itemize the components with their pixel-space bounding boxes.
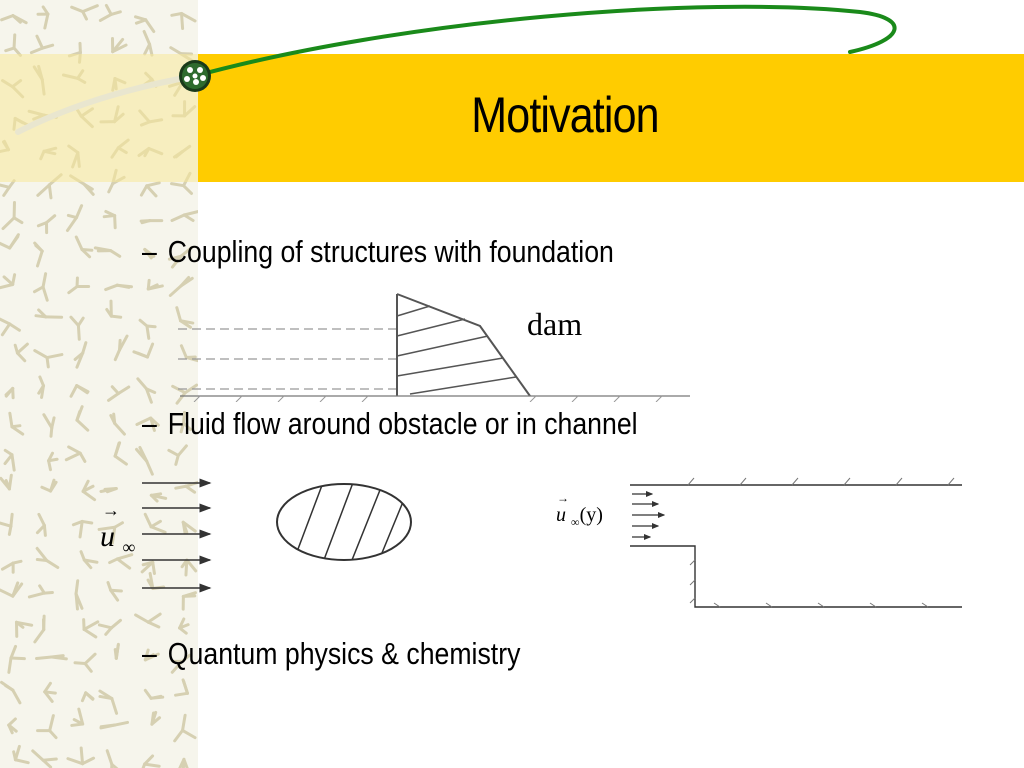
bullet-text: Coupling of structures with foundation bbox=[167, 234, 614, 269]
bullet-text: Quantum physics & chemistry bbox=[167, 636, 521, 671]
slide-title: Motivation bbox=[471, 87, 659, 143]
velocity-subscript: ∞ bbox=[571, 515, 580, 529]
channel-velocity-label: → u ∞(y) bbox=[556, 491, 603, 529]
free-stream-velocity-label: → u ∞ bbox=[100, 500, 136, 557]
velocity-subscript: ∞ bbox=[122, 537, 136, 557]
bullet-text: Fluid flow around obstacle or in channel bbox=[167, 406, 638, 441]
bullet-item-3: –Quantum physics & chemistry bbox=[142, 636, 520, 672]
bullet-marker: – bbox=[142, 636, 157, 671]
bullet-marker: – bbox=[142, 406, 157, 441]
bullet-item-1: –Coupling of structures with foundation bbox=[142, 234, 614, 270]
bullet-item-2: –Fluid flow around obstacle or in channe… bbox=[142, 406, 638, 442]
dam-label: dam bbox=[527, 306, 583, 342]
velocity-symbol: u bbox=[556, 504, 566, 526]
dam-figure bbox=[178, 293, 690, 402]
title-band bbox=[198, 54, 1024, 182]
obstacle-flow-figure bbox=[142, 478, 412, 593]
obstacle-ellipse bbox=[276, 483, 412, 561]
velocity-symbol: u bbox=[100, 520, 115, 553]
title-band-left-overlay bbox=[0, 54, 198, 182]
logo-icon bbox=[179, 60, 211, 92]
velocity-argument: (y) bbox=[579, 504, 603, 526]
channel-flow-figure bbox=[630, 477, 962, 608]
bullet-marker: – bbox=[142, 234, 157, 269]
